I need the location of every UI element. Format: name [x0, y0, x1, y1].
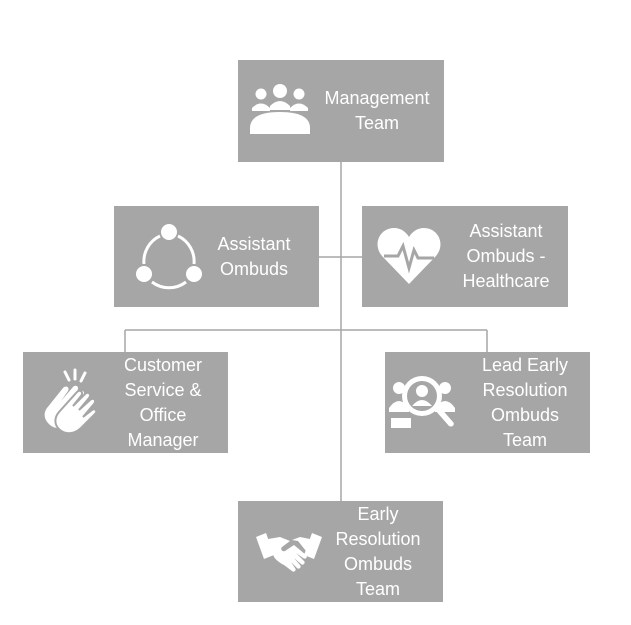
node-label: Customer Service & Office Manager	[123, 354, 203, 450]
node-management-team: Management Team	[238, 60, 444, 162]
clapping-hands-icon	[39, 368, 101, 438]
node-label: Early Resolution Ombuds Team	[335, 503, 421, 599]
heart-pulse-icon	[376, 226, 442, 286]
node-label: Management Team	[324, 88, 430, 133]
handshake-icon	[256, 529, 322, 577]
node-label: Assistant Ombuds	[217, 233, 291, 279]
cycle-network-icon	[134, 224, 204, 292]
node-label: Assistant Ombuds - Healthcare	[462, 221, 550, 291]
node-customer-service-office-manager: Customer Service & Office Manager	[23, 352, 228, 453]
node-label: Lead Early Resolution Ombuds Team	[481, 354, 569, 450]
node-lead-early-resolution-ombuds-team: Lead Early Resolution Ombuds Team	[385, 352, 590, 453]
node-assistant-ombuds: Assistant Ombuds	[114, 206, 319, 307]
user-search-icon	[389, 374, 457, 432]
node-assistant-ombuds-healthcare: Assistant Ombuds - Healthcare	[362, 206, 568, 307]
meeting-group-icon	[248, 84, 312, 136]
node-early-resolution-ombuds-team: Early Resolution Ombuds Team	[238, 501, 443, 602]
